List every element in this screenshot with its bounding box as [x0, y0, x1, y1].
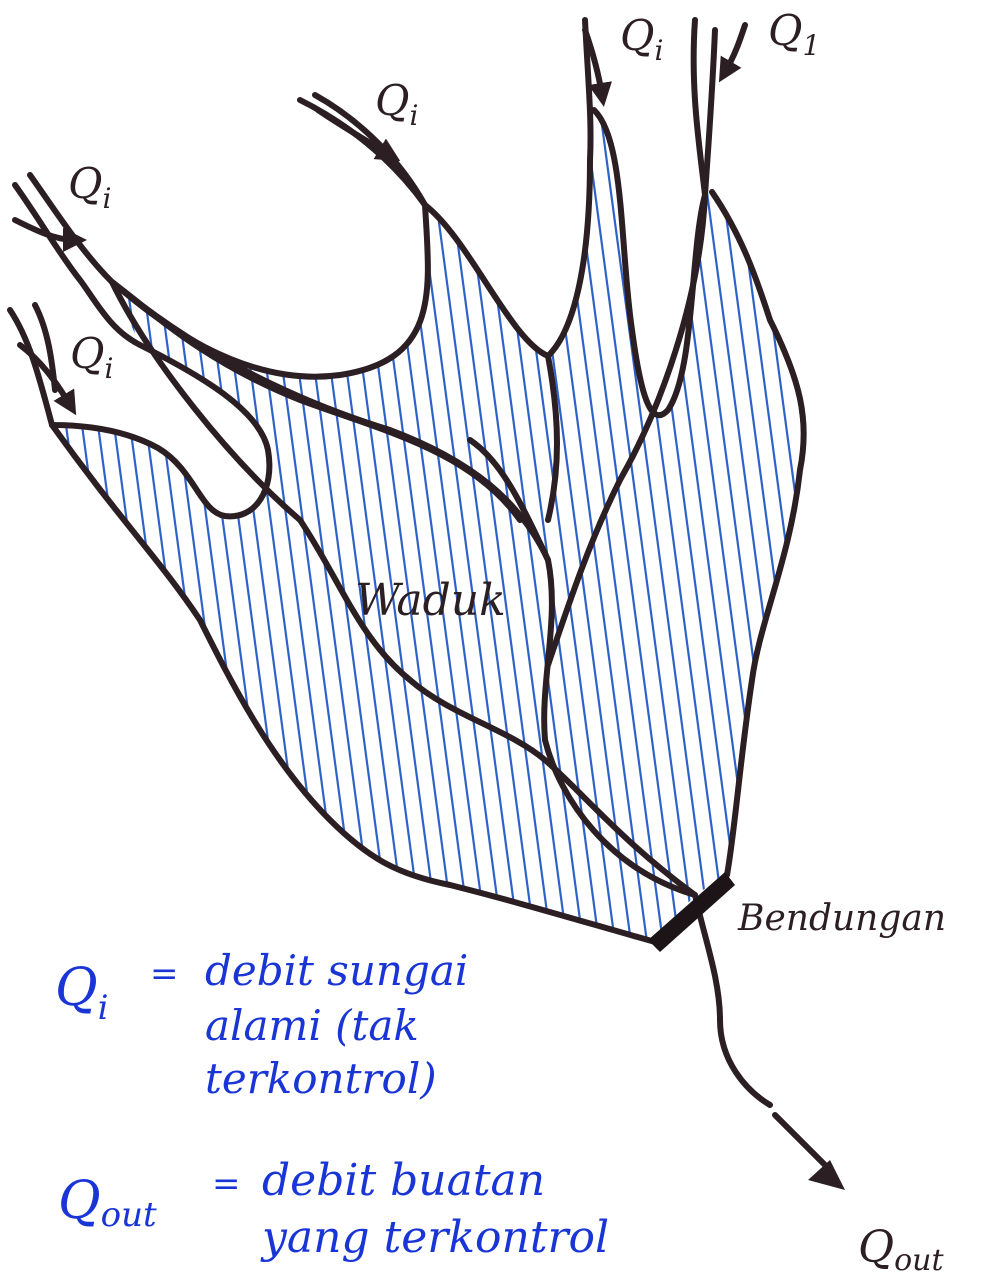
river-channels	[112, 195, 705, 895]
legend-qi-line1: debit sungai	[205, 946, 468, 995]
hatch-line	[228, 80, 348, 980]
hatch-line	[500, 80, 620, 980]
hatch-line	[100, 80, 220, 980]
hatch-line	[692, 80, 812, 980]
hatch-line	[868, 80, 988, 980]
hatch-line	[0, 80, 92, 980]
inflow-label-3: Qi	[375, 76, 418, 132]
reservoir-outline	[10, 20, 804, 942]
hatch-line	[68, 80, 188, 980]
hatch-line	[36, 80, 156, 980]
hatch-line	[164, 80, 284, 980]
legend: Qi = debit sungai alami (tak terkontrol)…	[55, 946, 609, 1263]
legend-qout-symbol: Qout	[58, 1171, 157, 1235]
hatch-line	[836, 80, 956, 980]
dam-label: Bendungan	[737, 898, 946, 939]
water-hatching	[0, 80, 997, 980]
hatch-line	[276, 80, 396, 980]
hatch-line	[900, 80, 997, 980]
inflow-label-4: Qi	[620, 11, 663, 67]
outflow-label: Qout	[858, 1222, 944, 1276]
hatch-line	[0, 80, 12, 980]
hatch-line	[676, 80, 796, 980]
hatch-line	[980, 80, 997, 980]
hatch-line	[756, 80, 876, 980]
hatch-line	[884, 80, 997, 980]
hatch-line	[308, 80, 428, 980]
hatch-line	[660, 80, 780, 980]
hatch-line	[84, 80, 204, 980]
hatch-line	[932, 80, 997, 980]
hatch-line	[180, 80, 300, 980]
hatch-line	[724, 80, 844, 980]
hatch-line	[0, 80, 60, 980]
legend-qout-line1: debit buatan	[262, 1155, 545, 1206]
hatch-line	[804, 80, 924, 980]
hatch-line	[388, 80, 508, 980]
hatch-line	[820, 80, 940, 980]
legend-qi-equals: =	[150, 954, 179, 994]
hatch-line	[132, 80, 252, 980]
hatch-line	[292, 80, 412, 980]
legend-qout-line2: yang terkontrol	[260, 1212, 609, 1263]
hatch-line	[740, 80, 860, 980]
hatch-line	[436, 80, 556, 980]
hatch-line	[4, 80, 124, 980]
inflow-label-1: Qi	[68, 159, 111, 215]
legend-qi-line2: alami (tak	[205, 1001, 419, 1050]
hatch-line	[852, 80, 972, 980]
legend-qi-symbol: Qi	[55, 958, 109, 1028]
hatch-line	[404, 80, 524, 980]
reservoir-label: Waduk	[355, 575, 506, 626]
hatch-line	[0, 80, 28, 980]
hatch-line	[212, 80, 332, 980]
hatch-line	[356, 80, 476, 980]
hatch-line	[948, 80, 997, 980]
hatch-line	[196, 80, 316, 980]
hatch-line	[52, 80, 172, 980]
hatch-line	[0, 80, 108, 980]
hatch-line	[916, 80, 997, 980]
hatch-line	[964, 80, 997, 980]
hatch-line	[788, 80, 908, 980]
legend-qi-line3: terkontrol)	[205, 1054, 437, 1103]
hatch-line	[452, 80, 572, 980]
hatch-line	[148, 80, 268, 980]
inflow-label-2: Qi	[70, 329, 113, 385]
outflow-arrow	[775, 1115, 845, 1190]
inflow-label-5: Q1	[768, 6, 820, 62]
legend-qout-equals: =	[212, 1164, 241, 1204]
